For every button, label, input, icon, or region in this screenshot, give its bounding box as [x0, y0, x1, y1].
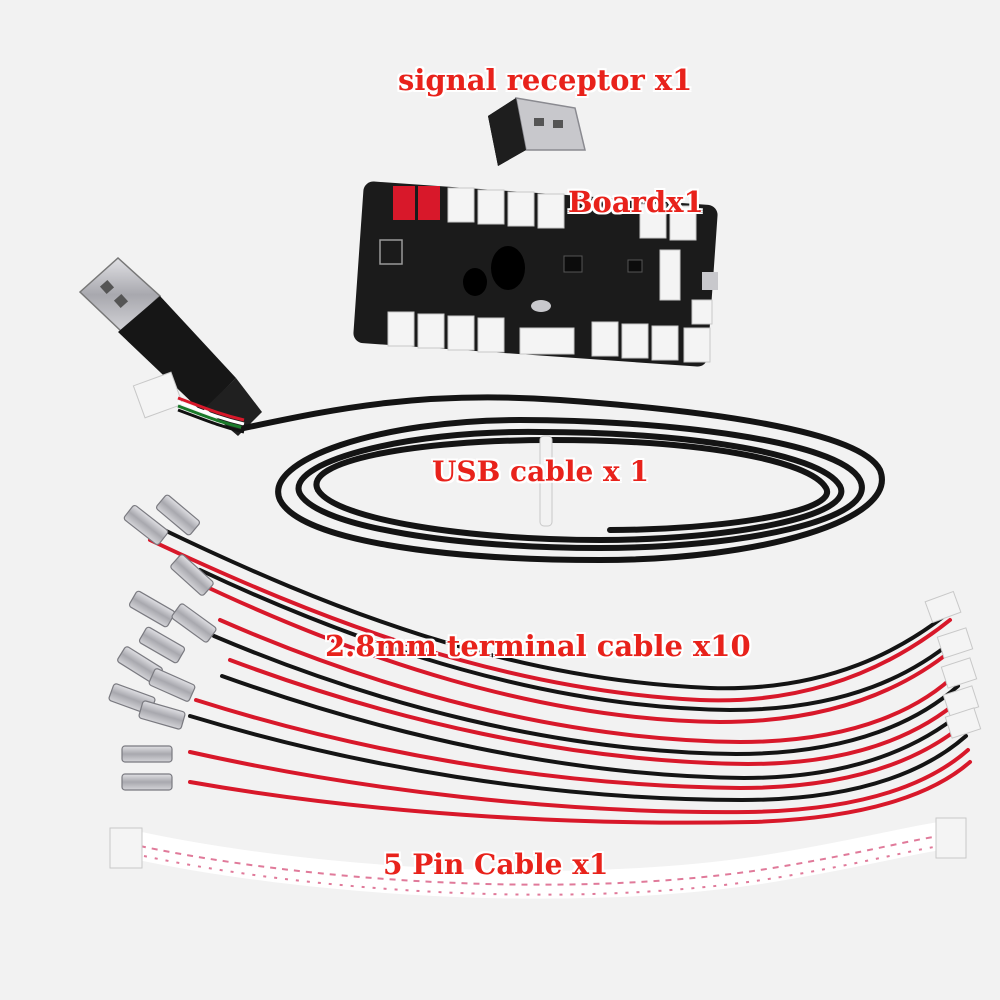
- signal-receptor-label: signal receptor x1: [398, 63, 693, 97]
- five-pin-cable-label: 5 Pin Cable x1: [383, 848, 609, 881]
- signal-receptor-dongle: [488, 97, 586, 166]
- controller-board: [353, 181, 718, 367]
- terminal-cable-label: 2.8mm terminal cable x10: [325, 629, 751, 663]
- usb-cable: [78, 256, 885, 564]
- five-pin-cable: [109, 817, 967, 899]
- board-label: Boardx1: [568, 185, 704, 219]
- terminal-cables: [108, 494, 982, 825]
- usb-cable-label: USB cable x 1: [432, 455, 649, 488]
